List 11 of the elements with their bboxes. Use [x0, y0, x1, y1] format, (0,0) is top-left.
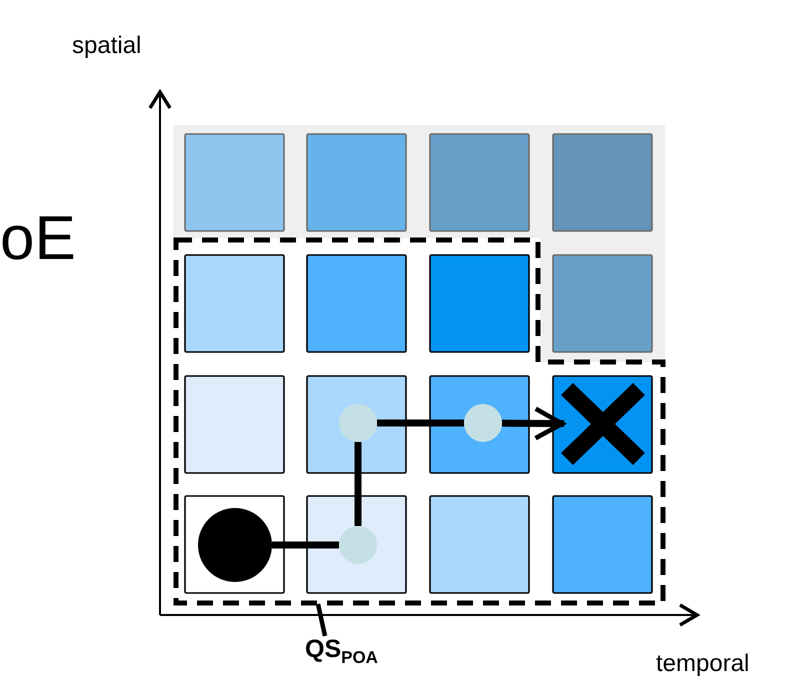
heading-fragment: oE — [0, 208, 76, 270]
path-line — [502, 408, 564, 439]
cross-mark — [561, 383, 645, 465]
path-line — [377, 420, 464, 426]
leader-line — [316, 604, 328, 636]
axis-label: temporal — [656, 652, 750, 676]
path-line — [354, 442, 362, 526]
axis-label: spatial — [72, 34, 142, 58]
dashed-region — [174, 238, 666, 606]
qs-poa-label: QS$_{POA}$ — [305, 636, 378, 668]
path-line — [272, 542, 339, 548]
